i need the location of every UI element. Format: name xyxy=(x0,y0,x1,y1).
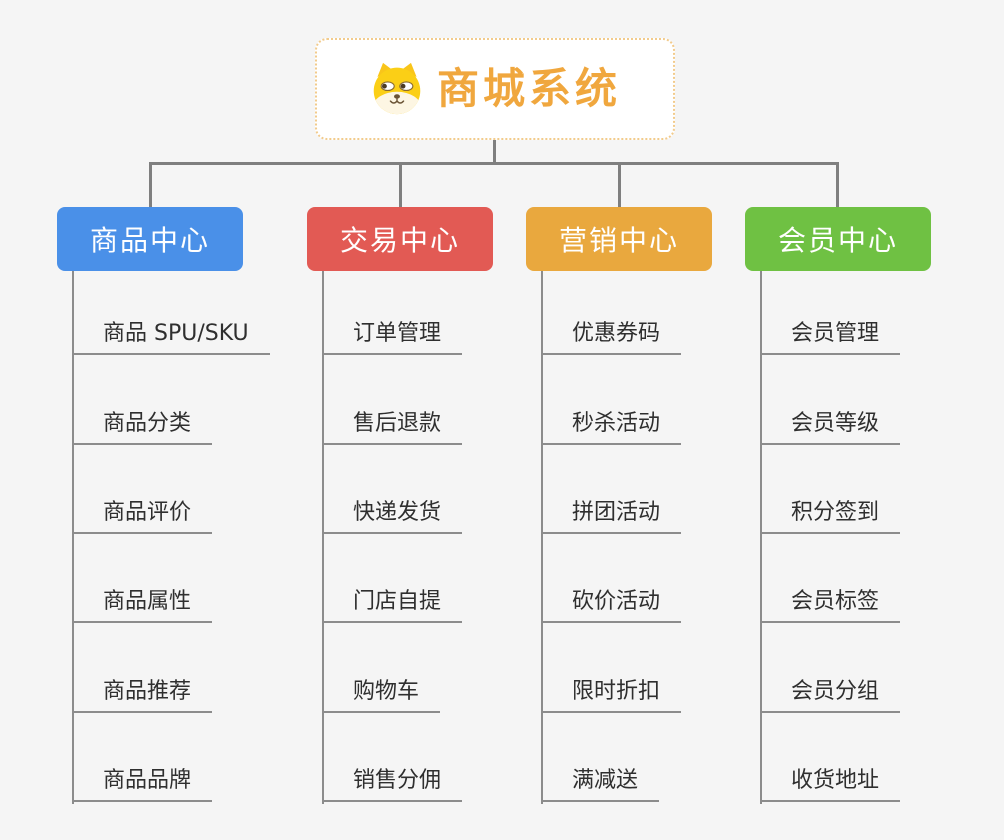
leaf-node[interactable]: 购物车 xyxy=(322,671,441,713)
leaf-node[interactable]: 会员管理 xyxy=(760,313,901,355)
branch-node-product-center[interactable]: 商品中心 xyxy=(57,207,243,271)
connector-drop-marketing xyxy=(618,162,621,208)
leaf-node[interactable]: 订单管理 xyxy=(322,313,463,355)
branch-spine-trade xyxy=(322,271,324,804)
connector-drop-trade xyxy=(399,162,402,208)
leaf-node[interactable]: 快递发货 xyxy=(322,492,463,534)
leaf-node[interactable]: 商品推荐 xyxy=(72,671,213,713)
leaf-node[interactable]: 会员等级 xyxy=(760,403,901,445)
leaf-node[interactable]: 拼团活动 xyxy=(541,492,682,534)
root-title: 商城系统 xyxy=(436,64,621,113)
dog-face-icon xyxy=(369,62,425,116)
leaf-node[interactable]: 门店自提 xyxy=(322,581,463,623)
leaf-node[interactable]: 商品属性 xyxy=(72,581,213,623)
leaf-node[interactable]: 秒杀活动 xyxy=(541,403,682,445)
connector-bus xyxy=(149,162,839,165)
leaf-node[interactable]: 会员分组 xyxy=(760,671,901,713)
connector-drop-product xyxy=(149,162,152,208)
branch-node-trade-center[interactable]: 交易中心 xyxy=(307,207,493,271)
branch-spine-member xyxy=(760,271,762,804)
root-node[interactable]: 商城系统 xyxy=(315,38,675,140)
leaf-node[interactable]: 积分签到 xyxy=(760,492,901,534)
branch-node-member-center[interactable]: 会员中心 xyxy=(745,207,931,271)
connector-drop-member xyxy=(836,162,839,208)
leaf-node[interactable]: 商品评价 xyxy=(72,492,213,534)
connector-root-stub xyxy=(493,140,496,164)
leaf-node[interactable]: 收货地址 xyxy=(760,760,901,802)
leaf-node[interactable]: 销售分佣 xyxy=(322,760,463,802)
branch-spine-marketing xyxy=(541,271,543,804)
leaf-node[interactable]: 售后退款 xyxy=(322,403,463,445)
branch-spine-product xyxy=(72,271,74,804)
leaf-node[interactable]: 商品分类 xyxy=(72,403,213,445)
leaf-node[interactable]: 砍价活动 xyxy=(541,581,682,623)
leaf-node[interactable]: 优惠券码 xyxy=(541,313,682,355)
leaf-node[interactable]: 会员标签 xyxy=(760,581,901,623)
leaf-node[interactable]: 商品品牌 xyxy=(72,760,213,802)
leaf-node[interactable]: 满减送 xyxy=(541,760,660,802)
leaf-node[interactable]: 限时折扣 xyxy=(541,671,682,713)
branch-node-marketing-center[interactable]: 营销中心 xyxy=(526,207,712,271)
leaf-node[interactable]: 商品 SPU/SKU xyxy=(72,313,270,355)
